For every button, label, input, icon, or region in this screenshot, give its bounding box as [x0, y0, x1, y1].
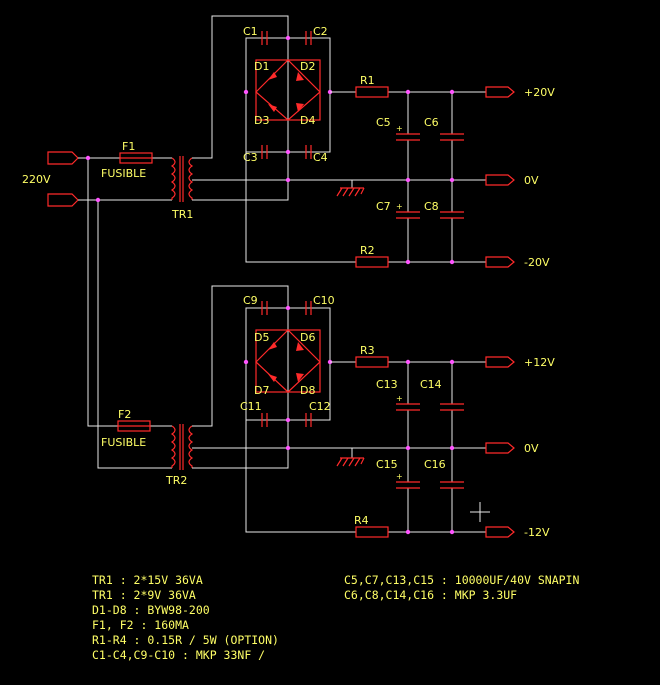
svg-text:C11: C11: [240, 400, 262, 413]
svg-text:+: +: [396, 124, 403, 133]
svg-text:C3: C3: [243, 151, 258, 164]
capacitor-c12[interactable]: C12: [305, 400, 331, 427]
svg-text:C10: C10: [313, 294, 335, 307]
capacitor-c14[interactable]: C14: [420, 378, 464, 411]
input-connector-bottom[interactable]: [47, 193, 79, 207]
svg-text:+: +: [396, 472, 403, 481]
notes-right: C5,C7,C13,C15 : 10000UF/40V SNAPIN C6,C8…: [344, 573, 579, 602]
diode-d2: D2: [300, 60, 315, 73]
capacitor-c15[interactable]: C15 +: [376, 458, 420, 489]
fuse-f1-label: F1: [122, 140, 135, 153]
capacitor-c13[interactable]: C13 +: [376, 378, 420, 411]
diode-d3: D3: [254, 114, 269, 127]
resistor-r3[interactable]: R3: [355, 344, 389, 368]
output-0v-top[interactable]: 0V: [485, 174, 539, 187]
svg-text:+: +: [396, 394, 403, 403]
capacitor-c4[interactable]: C4: [305, 145, 328, 164]
fuse-f1[interactable]: F1 FUSIBLE: [101, 140, 153, 180]
capacitor-c5[interactable]: C5 +: [376, 116, 420, 141]
svg-text:C5: C5: [376, 116, 391, 129]
output-0v-bottom[interactable]: 0V: [485, 442, 539, 455]
svg-text:0V: 0V: [524, 442, 539, 455]
svg-text:0V: 0V: [524, 174, 539, 187]
diode-d4: D4: [300, 114, 315, 127]
diode-d8: D8: [300, 384, 315, 397]
capacitor-c2[interactable]: C2: [305, 25, 328, 45]
svg-text:C8: C8: [424, 200, 439, 213]
transformer-tr1[interactable]: TR1: [170, 156, 193, 221]
svg-text:TR1 : 2*9V 36VA: TR1 : 2*9V 36VA: [92, 588, 196, 602]
bridge-top: C1 C2 C3 C4 D1 D2 D3 D4: [243, 25, 333, 183]
svg-text:R1: R1: [360, 74, 375, 87]
notes-left: TR1 : 2*15V 36VA TR1 : 2*9V 36VA D1-D8 :…: [92, 573, 279, 662]
capacitor-c11[interactable]: C11: [240, 400, 268, 427]
crosshair-cursor-icon: [470, 502, 490, 522]
capacitor-c6[interactable]: C6: [424, 116, 464, 141]
junction: [85, 155, 91, 161]
input-connector-top[interactable]: [47, 151, 79, 165]
output-minus20v[interactable]: -20V: [485, 256, 550, 269]
svg-text:TR1 : 2*15V 36VA: TR1 : 2*15V 36VA: [92, 573, 203, 587]
svg-text:C1: C1: [243, 25, 258, 38]
svg-text:R4: R4: [354, 514, 369, 527]
fuse-f2-text: FUSIBLE: [101, 436, 146, 449]
resistor-r1[interactable]: R1: [355, 74, 389, 98]
diode-d5: D5: [254, 331, 269, 344]
junction: [95, 197, 101, 203]
svg-text:F1, F2 : 160MA: F1, F2 : 160MA: [92, 618, 189, 632]
svg-text:C16: C16: [424, 458, 446, 471]
svg-text:C5,C7,C13,C15 : 10000UF/40V SN: C5,C7,C13,C15 : 10000UF/40V SNAPIN: [344, 573, 579, 587]
capacitor-c8[interactable]: C8: [424, 200, 464, 219]
fuse-f1-text: FUSIBLE: [101, 167, 146, 180]
svg-text:C12: C12: [309, 400, 331, 413]
svg-text:R1-R4 : 0.15R / 5W (OPTION): R1-R4 : 0.15R / 5W (OPTION): [92, 633, 279, 647]
svg-text:+20V: +20V: [524, 86, 555, 99]
transformer-tr2-label: TR2: [165, 474, 187, 487]
diode-d1: D1: [254, 60, 269, 73]
capacitor-c9[interactable]: C9: [243, 294, 268, 315]
output-plus20v[interactable]: +20V: [485, 86, 555, 99]
diode-d7: D7: [254, 384, 269, 397]
capacitor-c3[interactable]: C3: [243, 145, 268, 164]
output-minus12v[interactable]: -12V: [485, 526, 550, 539]
svg-text:R2: R2: [360, 244, 375, 257]
svg-text:C14: C14: [420, 378, 442, 391]
bridge-bottom: C9 C10 C11 C12 D5 D6 D7 D8: [240, 294, 335, 451]
output-plus12v[interactable]: +12V: [485, 356, 555, 369]
svg-text:-20V: -20V: [524, 256, 550, 269]
diode-d6: D6: [300, 331, 315, 344]
capacitor-c10[interactable]: C10: [305, 294, 335, 315]
svg-text:C7: C7: [376, 200, 391, 213]
svg-text:C4: C4: [313, 151, 328, 164]
svg-text:C2: C2: [313, 25, 328, 38]
fuse-f2[interactable]: F2 FUSIBLE: [101, 408, 151, 449]
svg-text:+12V: +12V: [524, 356, 555, 369]
resistor-r2[interactable]: R2: [355, 244, 389, 268]
input-voltage-label: 220V: [22, 173, 51, 186]
ground-symbol-top: [336, 180, 365, 197]
svg-text:C9: C9: [243, 294, 258, 307]
svg-text:D1-D8 : BYW98-200: D1-D8 : BYW98-200: [92, 603, 210, 617]
transformer-tr1-label: TR1: [171, 208, 193, 221]
svg-text:C1-C4,C9-C10 : MKP 33NF /: C1-C4,C9-C10 : MKP 33NF /: [92, 648, 265, 662]
capacitor-c7[interactable]: C7 +: [376, 200, 420, 219]
svg-text:C13: C13: [376, 378, 398, 391]
capacitor-c16[interactable]: C16: [424, 458, 464, 489]
svg-text:C6,C8,C14,C16 : MKP 3.3UF: C6,C8,C14,C16 : MKP 3.3UF: [344, 588, 517, 602]
input-section: 220V: [22, 151, 172, 469]
svg-text:C15: C15: [376, 458, 398, 471]
fuse-f2-label: F2: [118, 408, 131, 421]
svg-text:R3: R3: [360, 344, 375, 357]
svg-text:-12V: -12V: [524, 526, 550, 539]
svg-text:C6: C6: [424, 116, 439, 129]
svg-text:+: +: [396, 202, 403, 211]
capacitor-c1[interactable]: C1: [243, 25, 268, 45]
ground-symbol-bottom: [336, 448, 365, 467]
transformer-tr2[interactable]: TR2: [165, 424, 194, 487]
resistor-r4[interactable]: R4: [354, 514, 389, 538]
